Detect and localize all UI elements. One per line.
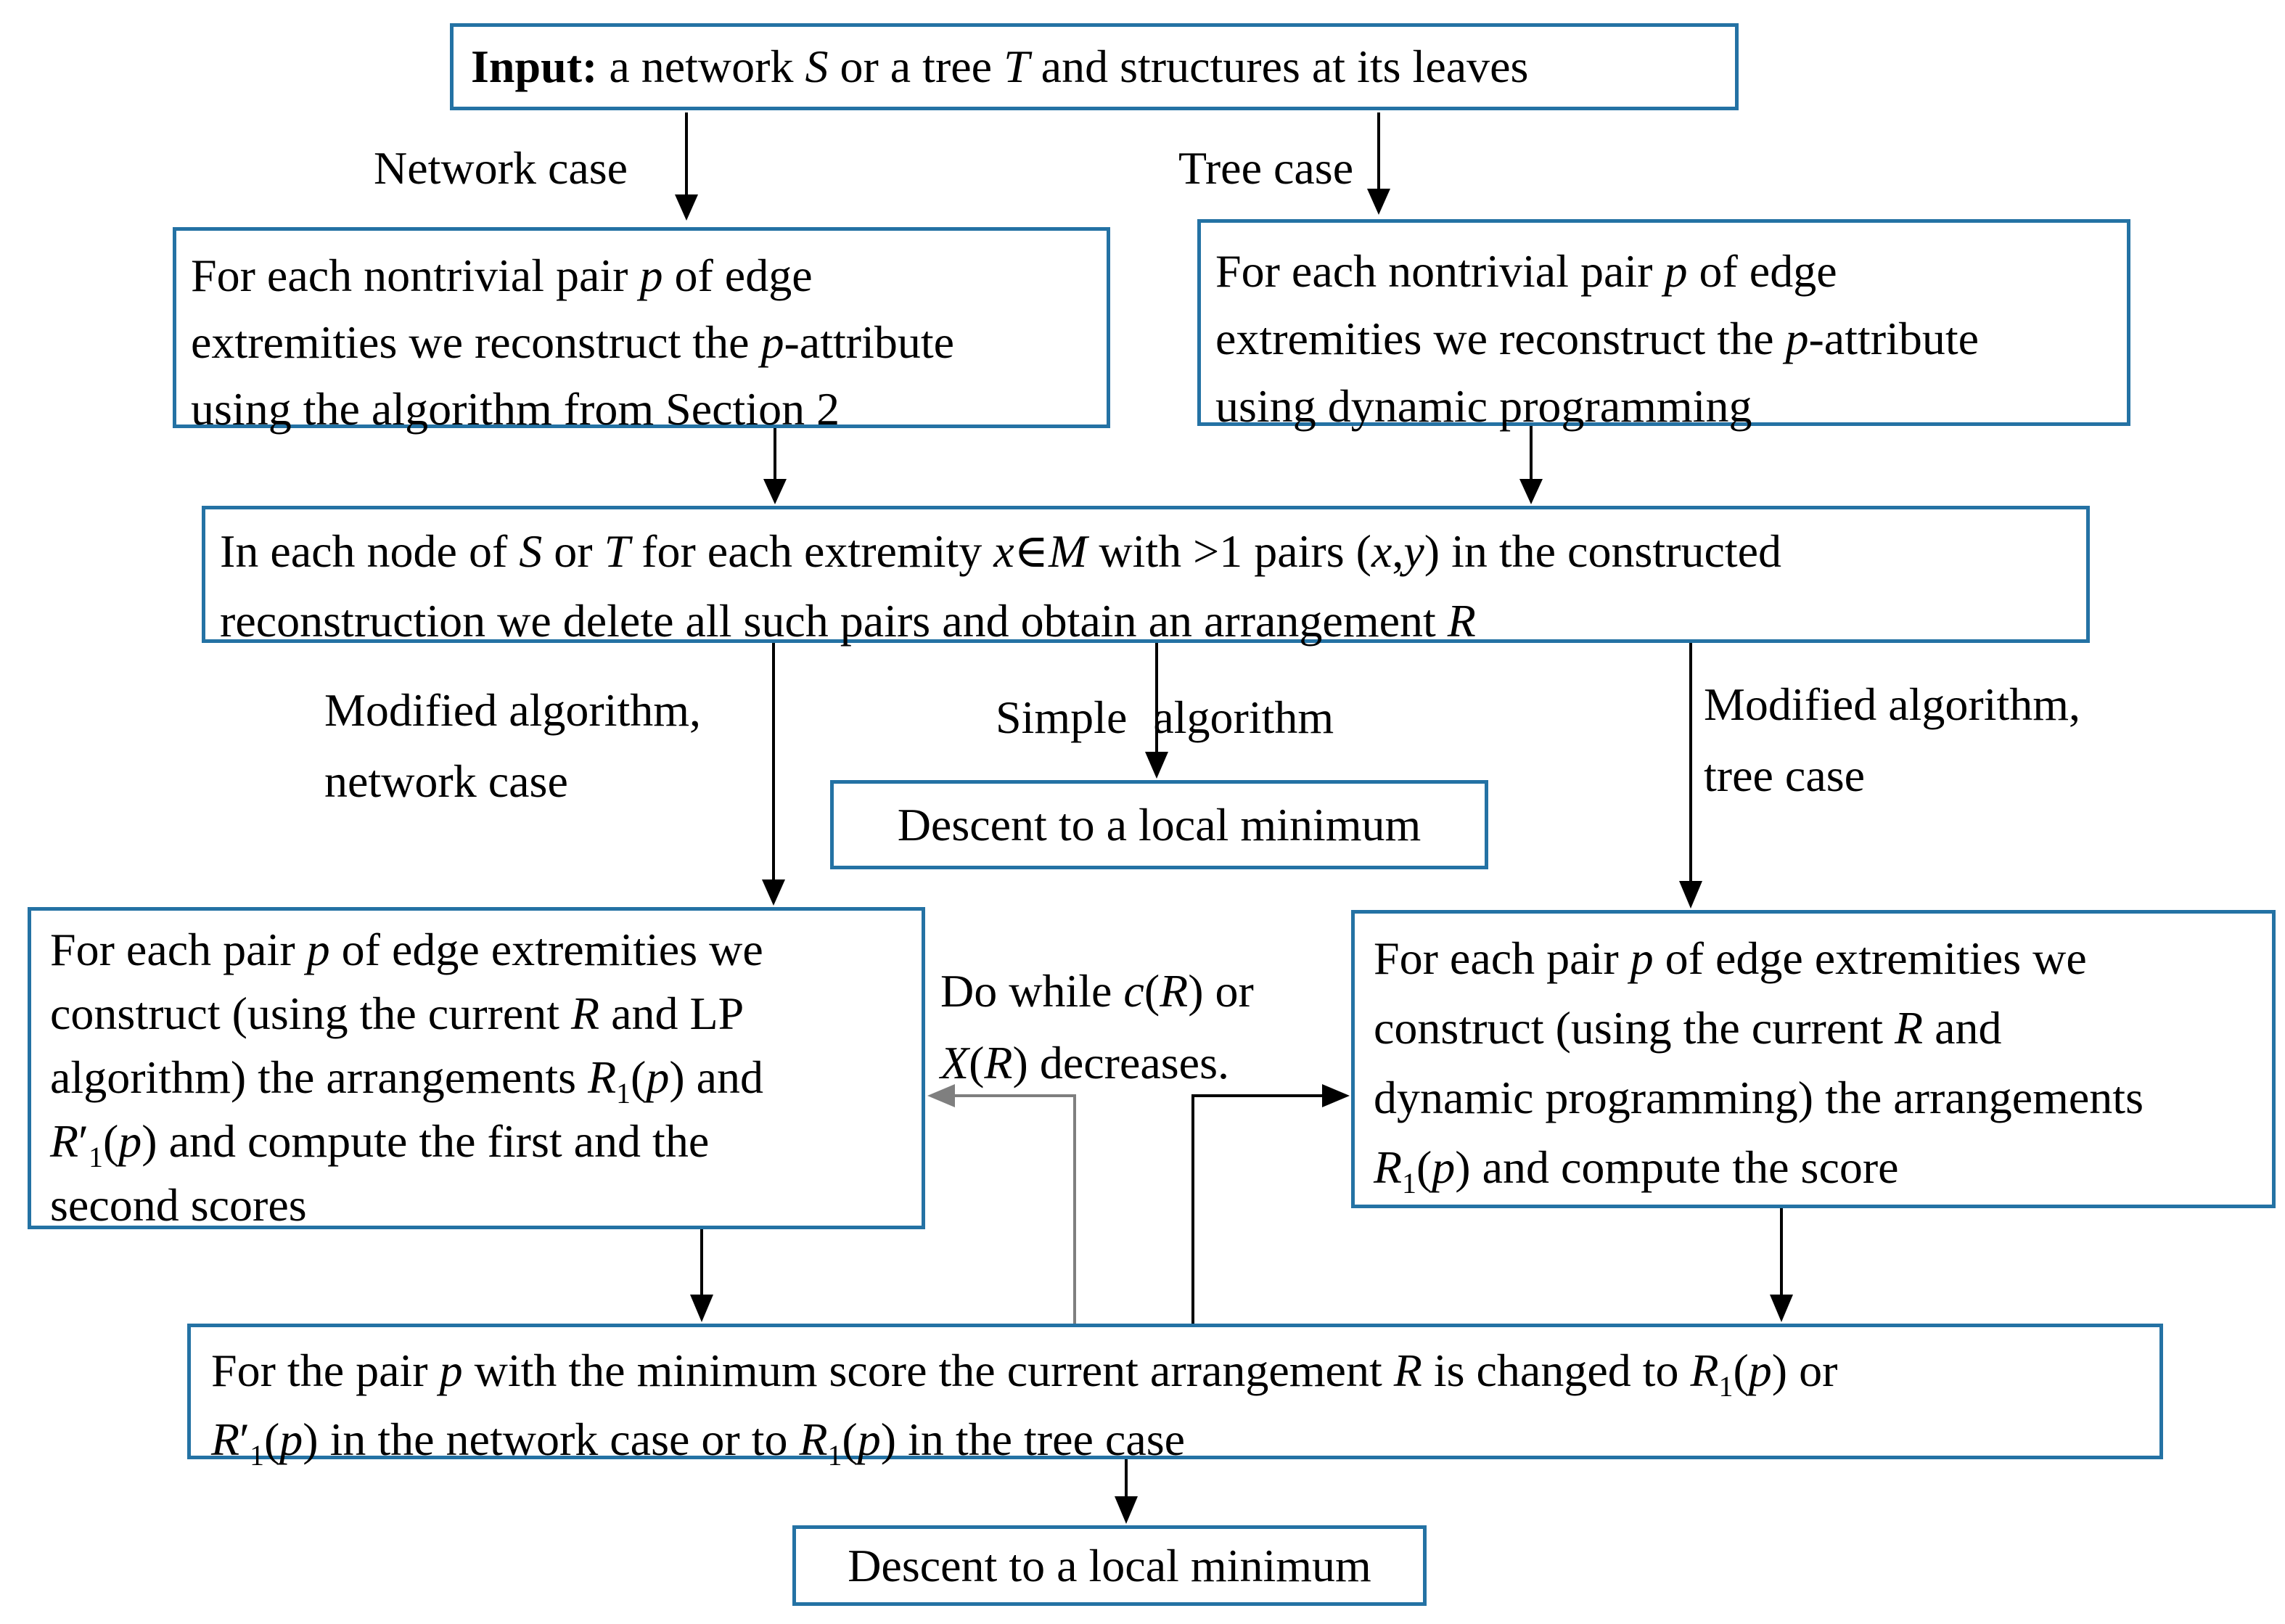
update-arrangement-box: For the pair p with the minimum score th… <box>187 1324 2163 1470</box>
box-text-line: second scores <box>50 1179 307 1231</box>
box-text-line: extremities we reconstruct the p-attribu… <box>191 316 955 368</box>
box-text-line: For the pair p with the minimum score th… <box>211 1345 1838 1403</box>
box-text-line: construct (using the current R and LP <box>50 988 744 1039</box>
label-line: Do while c(R) or <box>940 965 1254 1017</box>
arrangement-box: In each node of S or T for each extremit… <box>202 506 2090 647</box>
label-tree-case: Tree case <box>1178 142 1354 194</box>
box-text-line: using the algorithm from Section 2 <box>191 383 840 435</box>
descent-local-minimum-box-2: Descent to a local minimum <box>792 1525 1427 1606</box>
label-line: network case <box>324 755 568 807</box>
box-text-line: R1(p) and compute the score <box>1374 1141 1899 1199</box>
label-simple-algorithm: Simple algorithm <box>996 692 1334 743</box>
input-box-text: Input: a network S or a tree T and struc… <box>471 40 1528 94</box>
arrow-lp-to-update <box>690 1229 713 1322</box>
box-text-line: For each nontrivial pair p of edge <box>1215 245 1837 297</box>
box-text-line: In each node of S or T for each extremit… <box>220 525 1782 577</box>
box-text-line: dynamic programming) the arrangements <box>1374 1072 2144 1123</box>
arrow-dp-to-update <box>1770 1208 1793 1322</box>
box-text-line: using dynamic programming <box>1215 380 1752 432</box>
arrow-merge-to-descent <box>1145 643 1168 779</box>
box-text-line: algorithm) the arrangements R1(p) and <box>50 1051 764 1110</box>
lp-algorithm-box: For each pair p of edge extremities we c… <box>28 907 925 1231</box>
input-label: Input: <box>471 41 598 92</box>
input-box: Input: a network S or a tree T and struc… <box>450 23 1739 110</box>
arrow-merge-to-dp <box>1679 643 1702 909</box>
arrow-tree-to-merge <box>1519 426 1543 504</box>
box-text-line: Descent to a local minimum <box>897 798 1422 850</box>
label-line: tree case <box>1704 750 1866 801</box>
loop-arrow-to-dp <box>1191 1084 1350 1324</box>
box-text-line: extremities we reconstruct the p-attribu… <box>1215 313 1980 364</box>
arrow-network-to-merge <box>763 428 787 504</box>
box-text-line: R′1(p) and compute the first and the <box>50 1115 710 1173</box>
label-line: X(R) decreases. <box>940 1037 1229 1088</box>
label-network-case: Network case <box>374 142 628 194</box>
descent-local-minimum-box-1: Descent to a local minimum <box>830 780 1488 869</box>
arrow-input-to-tree <box>1367 112 1390 215</box>
label-line: Modified algorithm, <box>324 684 702 736</box>
box-text-line: For each pair p of edge extremities we <box>50 924 763 975</box>
box-text-line: reconstruction we delete all such pairs … <box>220 595 1476 647</box>
arrow-update-to-descent <box>1115 1459 1138 1524</box>
box-text-line: R′1(p) in the network case or to R1(p) i… <box>211 1414 1186 1472</box>
box-text-line: For each nontrivial pair p of edge <box>191 250 813 301</box>
tree-case-box: For each nontrivial pair p of edge extre… <box>1197 219 2130 432</box>
label-line: Modified algorithm, <box>1704 678 2081 730</box>
arrow-merge-to-lp <box>762 643 785 906</box>
box-text-line: construct (using the current R and <box>1374 1002 2002 1054</box>
label-modified-algorithm-tree: Modified algorithm, tree case <box>1704 669 2080 811</box>
arrow-input-to-network <box>675 112 698 221</box>
loop-arrow-to-lp <box>927 1084 1076 1324</box>
dynamic-programming-box: For each pair p of edge extremities we c… <box>1351 910 2276 1208</box>
box-text-line: Descent to a local minimum <box>848 1539 1371 1591</box>
box-text-line: For each pair p of edge extremities we <box>1374 932 2087 984</box>
network-case-box: For each nontrivial pair p of edge extre… <box>173 227 1110 435</box>
label-modified-algorithm-network: Modified algorithm, network case <box>324 675 701 817</box>
input-rest: a network S or a tree T and structures a… <box>597 41 1529 92</box>
label-do-while-condition: Do while c(R) or X(R) decreases. <box>940 955 1254 1099</box>
